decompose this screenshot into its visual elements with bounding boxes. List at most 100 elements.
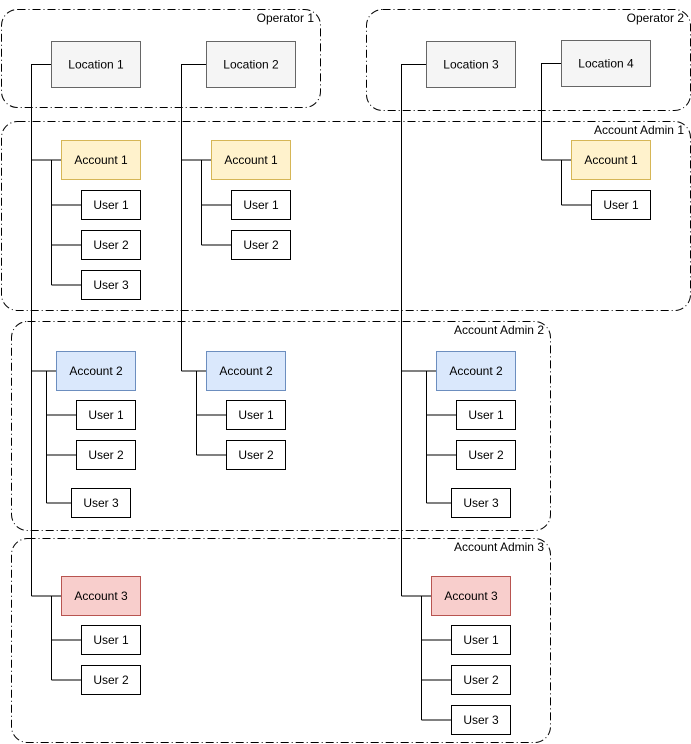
location-2-node-label: Location 2 [223,58,279,72]
l3-account-2-node-label: Account 2 [449,364,503,378]
l3-account-3-user-1-node-label: User 1 [463,633,499,647]
l2-account-1-node-box[interactable] [211,140,291,180]
l2-account-2-node-box[interactable] [206,351,286,391]
l2-account-2-user-1-node-label: User 1 [238,408,274,422]
l1-account-2-user-1-node-box[interactable] [76,400,136,430]
l2-account-1-user-1-node-box[interactable] [231,190,291,220]
l2-account-1-user-2-node-label: User 2 [243,238,279,252]
l1-account-3-node-label: Account 3 [74,589,128,603]
l2-account-2-user-1-node-box[interactable] [226,400,286,430]
l4-account-1-node[interactable]: Account 1 [571,140,651,180]
nodes-layer: Location 1 Location 2 Location 3 Location 4… [51,40,651,735]
location-2-spine [181,64,206,371]
location-2-node-box[interactable] [206,41,296,88]
location-1-node[interactable]: Location 1 [51,41,141,88]
l2-account-1-user-1-node[interactable]: User 1 [231,190,291,220]
l4-account-1-user-1-node-box[interactable] [591,190,651,220]
l2-account-2-node[interactable]: Account 2 [206,351,286,391]
l3-account-2-node-box[interactable] [436,351,516,391]
l3-account-3-node-box[interactable] [431,576,511,616]
location-1-node-label: Location 1 [68,58,124,72]
l2-account-1-node[interactable]: Account 1 [211,140,291,180]
l1-account-3-node-box[interactable] [61,576,141,616]
l1-account-1-node[interactable]: Account 1 [61,140,141,180]
operator-1-label: Operator 1 [257,11,315,25]
l1-account-3-user-2-node-label: User 2 [93,673,129,687]
l2-account-2-user-2-node-box[interactable] [226,440,286,470]
l3-account-2-user-1-node-box[interactable] [456,400,516,430]
l1-account-2-user-3-node[interactable]: User 3 [71,488,131,518]
l1-account-3-node[interactable]: Account 3 [61,576,141,616]
l1-account-1-user-1-node-box[interactable] [81,190,141,220]
l3-account-3-user-1-node-box[interactable] [451,625,511,655]
l1-account-3-user-1-node[interactable]: User 1 [81,625,141,655]
location-3-spine [401,64,426,596]
l3-account-3-node[interactable]: Account 3 [431,576,511,616]
location-3-node[interactable]: Location 3 [426,41,516,88]
account-admin-2-container [11,321,551,531]
l2-account-1-user-1-node-label: User 1 [243,198,279,212]
l1-account-2-user-3-node-box[interactable] [71,488,131,518]
l3-account-3-node-label: Account 3 [444,589,498,603]
l1-account-1-user-3-node-box[interactable] [81,270,141,300]
l3-account-2-user-2-node[interactable]: User 2 [456,440,516,470]
l2-account-2-user-2-node[interactable]: User 2 [226,440,286,470]
l1-account-1-node-box[interactable] [61,140,141,180]
l1-account-1-user-2-node-box[interactable] [81,230,141,260]
l2-account-2-user-2-node-label: User 2 [238,448,274,462]
operator-2-label: Operator 2 [627,11,685,25]
l1-account-2-node[interactable]: Account 2 [56,351,136,391]
account-admin-1-container [1,121,691,311]
l3-account-2-user-2-node-label: User 2 [468,448,504,462]
l1-account-1-user-2-node-label: User 2 [93,238,129,252]
l1-account-2-user-2-node[interactable]: User 2 [76,440,136,470]
location-4-spine [541,63,561,160]
l1-account-2-user-1-node-label: User 1 [88,408,124,422]
l2-account-1-user-2-node-box[interactable] [231,230,291,260]
l1-account-1-user-3-node[interactable]: User 3 [81,270,141,300]
l4-account-1-user-1-node[interactable]: User 1 [591,190,651,220]
account-admin-3-label: Account Admin 3 [454,540,544,554]
location-3-node-box[interactable] [426,41,516,88]
l2-account-1-node-label: Account 1 [224,153,278,167]
l1-account-1-node-label: Account 1 [74,153,128,167]
l2-account-2-user-1-node[interactable]: User 1 [226,400,286,430]
l1-account-2-user-2-node-label: User 2 [88,448,124,462]
operator-1-container [1,9,321,108]
l3-account-3-user-1-node[interactable]: User 1 [451,625,511,655]
l3-account-2-node[interactable]: Account 2 [436,351,516,391]
l1-account-2-user-3-node-label: User 3 [83,496,119,510]
l1-account-2-node-box[interactable] [56,351,136,391]
account-admin-3-container [11,538,551,743]
location-1-spine [31,64,51,596]
l3-account-3-user-2-node-box[interactable] [451,665,511,695]
l2-account-1-user-2-node[interactable]: User 2 [231,230,291,260]
l1-account-2-user-1-node[interactable]: User 1 [76,400,136,430]
l3-account-2-user-2-node-box[interactable] [456,440,516,470]
l3-account-2-user-1-node[interactable]: User 1 [456,400,516,430]
l1-account-2-user-2-node-box[interactable] [76,440,136,470]
l1-account-1-user-1-node[interactable]: User 1 [81,190,141,220]
l1-account-1-user-1-node-label: User 1 [93,198,129,212]
location-1-node-box[interactable] [51,41,141,88]
location-4-node-label: Location 4 [578,57,634,71]
l3-account-2-user-3-node-box[interactable] [451,488,511,518]
l3-account-3-user-3-node[interactable]: User 3 [451,705,511,735]
l3-account-3-user-2-node-label: User 2 [463,673,499,687]
l1-account-3-user-1-node-box[interactable] [81,625,141,655]
l3-account-2-user-3-node[interactable]: User 3 [451,488,511,518]
l2-account-2-node-label: Account 2 [219,364,273,378]
location-4-node[interactable]: Location 4 [561,40,651,87]
l3-account-3-user-3-node-label: User 3 [463,713,499,727]
l1-account-1-user-2-node[interactable]: User 2 [81,230,141,260]
l4-account-1-node-box[interactable] [571,140,651,180]
l3-account-3-user-3-node-box[interactable] [451,705,511,735]
l1-account-3-user-2-node-box[interactable] [81,665,141,695]
l3-account-3-user-2-node[interactable]: User 2 [451,665,511,695]
l1-account-3-user-2-node[interactable]: User 2 [81,665,141,695]
l4-account-1-node-label: Account 1 [584,153,638,167]
location-2-node[interactable]: Location 2 [206,41,296,88]
location-4-node-box[interactable] [561,40,651,87]
